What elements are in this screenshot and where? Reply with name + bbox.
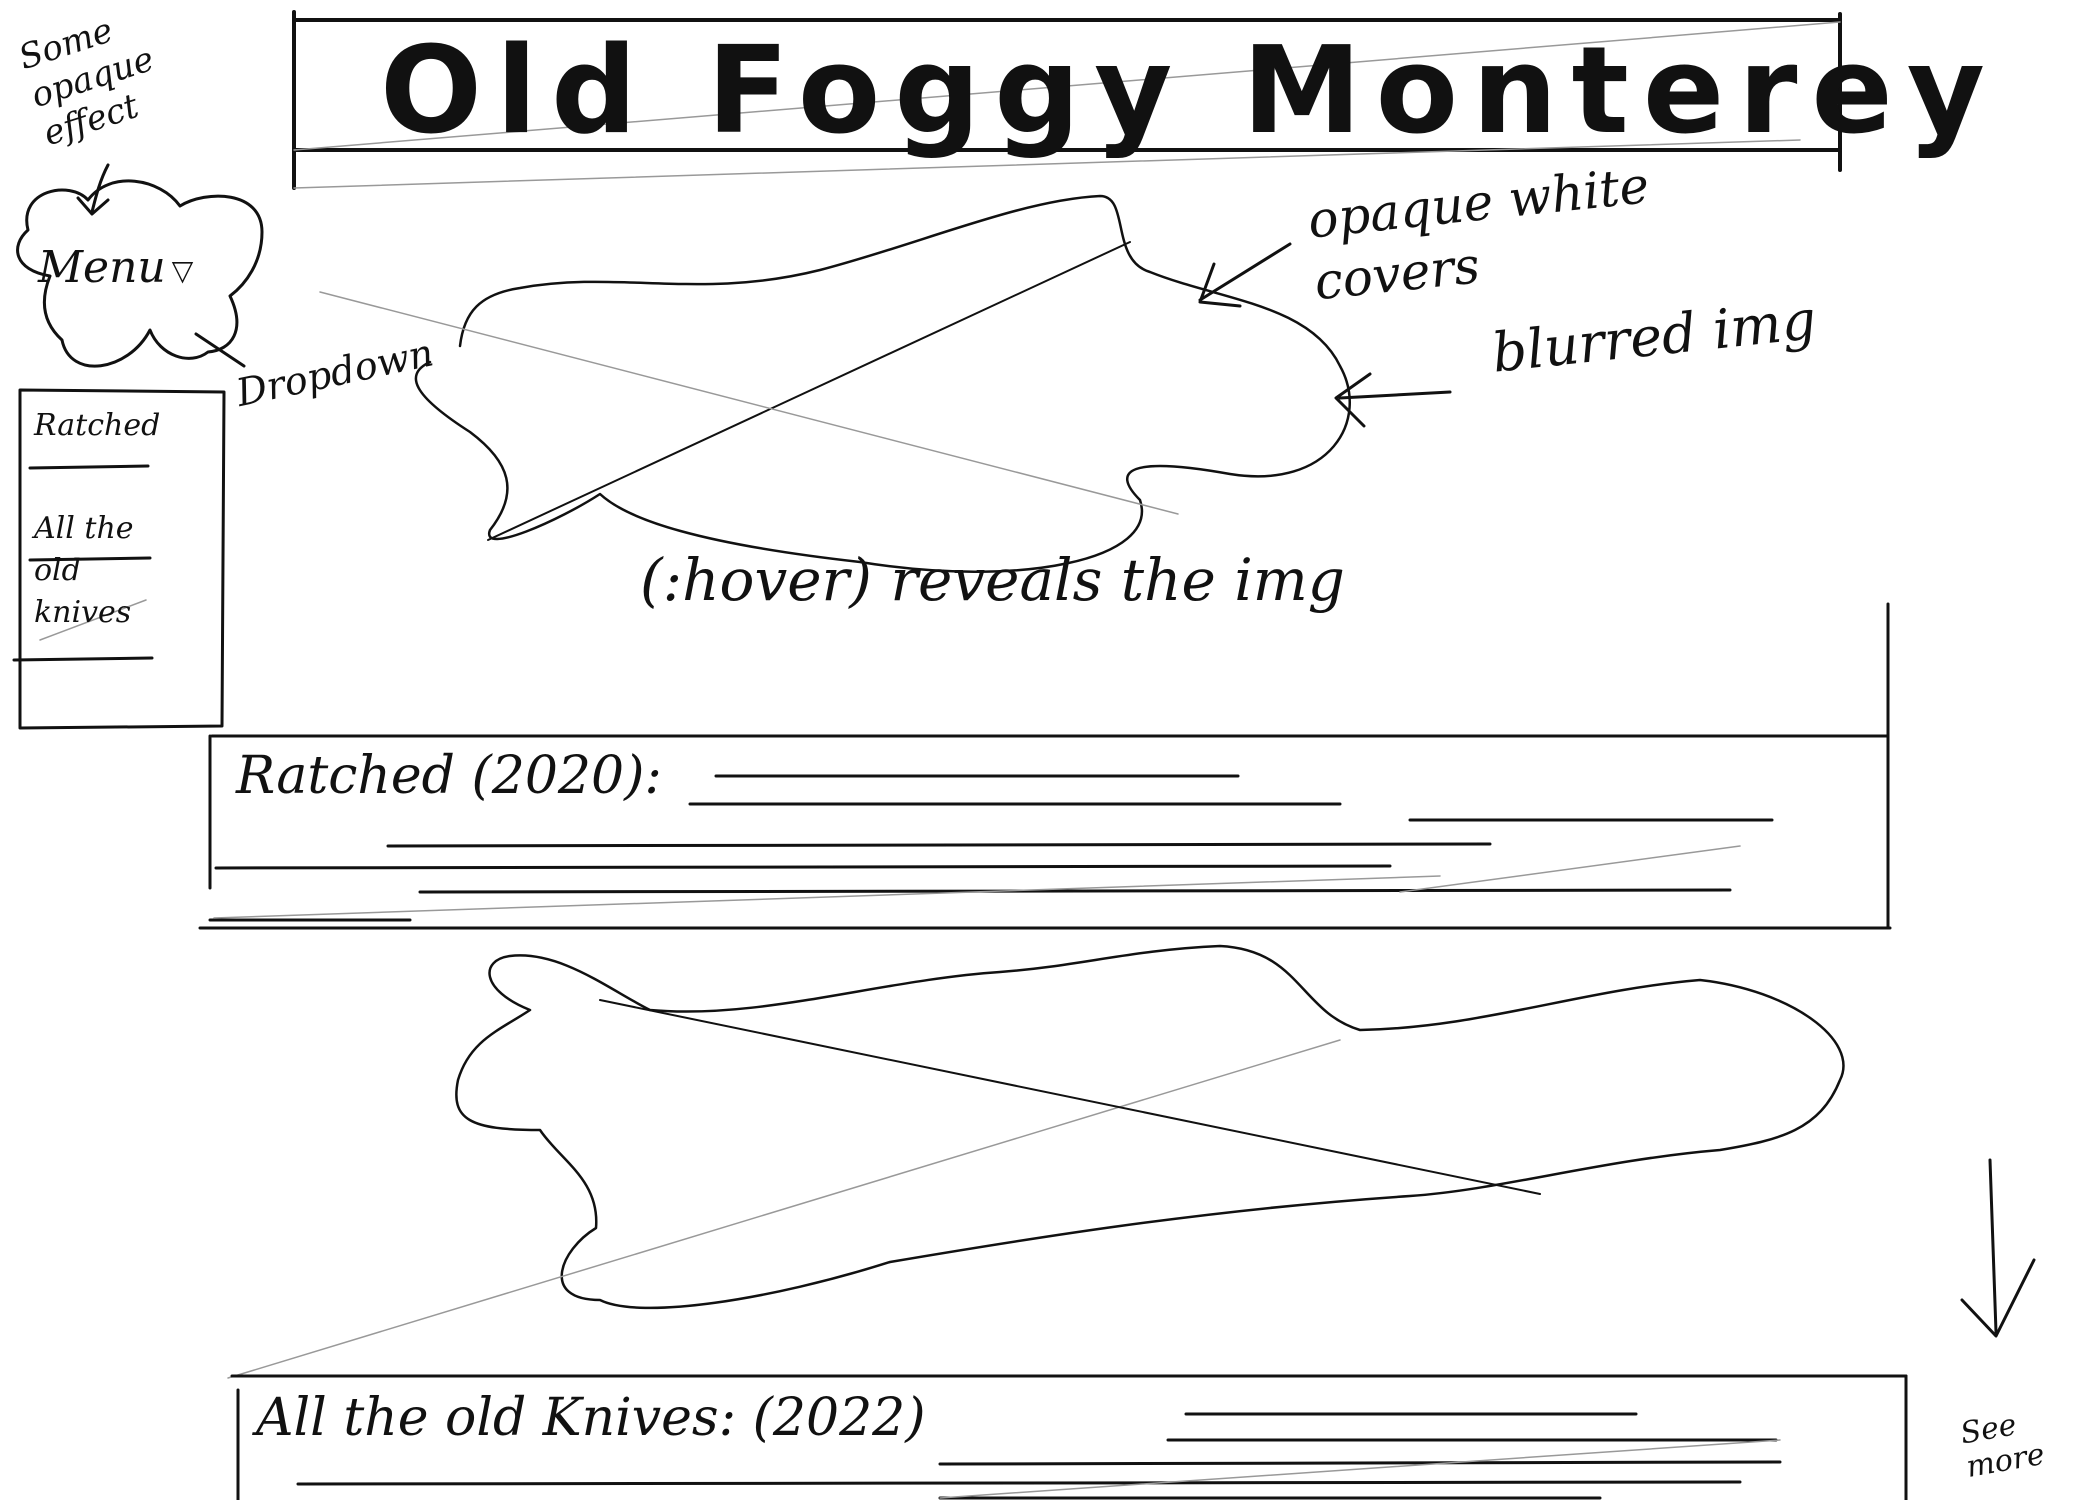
menu-blob	[16, 179, 264, 368]
title-banner	[292, 10, 1842, 190]
annotation-hover-reveals: (:hover) reveals the img	[640, 546, 1345, 614]
dropdown-box	[12, 388, 226, 730]
dropdown-pointer	[194, 332, 246, 368]
hover-reveal-image-ratched[interactable]	[410, 190, 1370, 590]
page-title: Old Foggy Monterey	[380, 22, 1999, 161]
scroll-arrow	[1960, 1158, 2036, 1338]
section-heading-ratched: Ratched (2020):	[236, 746, 662, 806]
chevron-down-icon: ▽	[171, 253, 194, 287]
text-section-2	[230, 1374, 1908, 1500]
menu-label: Menu	[38, 242, 166, 293]
annotation-arrows	[1198, 242, 1452, 428]
menu-item-ratched[interactable]: Ratched	[34, 408, 161, 443]
image-placeholder-1	[319, 194, 1351, 573]
section-heading-old-knives: All the old Knives: (2022)	[256, 1388, 926, 1448]
menu-item-all-the-old-knives[interactable]: All the old knives	[34, 511, 134, 630]
text-section-1	[198, 602, 1892, 930]
menu-toggle[interactable]: Menu▽	[38, 240, 193, 299]
hover-reveal-image-old-knives[interactable]	[450, 940, 1850, 1320]
effect-arrow	[76, 163, 110, 216]
image-placeholder-2	[227, 944, 1845, 1379]
